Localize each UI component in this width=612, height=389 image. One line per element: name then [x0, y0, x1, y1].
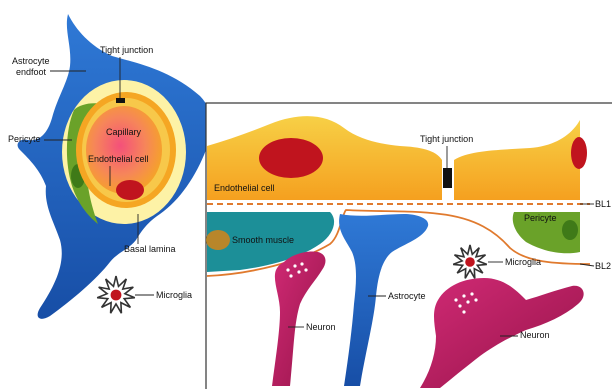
label-capillary: Capillary — [106, 127, 142, 137]
tight-junction-left-marker — [116, 98, 125, 103]
label-bl1: BL1 — [595, 199, 611, 209]
microglia-left — [97, 276, 135, 313]
label-bl2: BL2 — [595, 261, 611, 271]
label-pericyte-left: Pericyte — [8, 134, 41, 144]
label-smooth-muscle: Smooth muscle — [232, 235, 294, 245]
longitudinal-panel — [206, 103, 612, 389]
endothelial-nucleus-right-b — [571, 137, 587, 169]
label-astrocyte-endfoot-line1: Astrocyte — [12, 56, 50, 66]
label-endothelial-cell-left: Endothelial cell — [88, 154, 149, 164]
smooth-muscle-nucleus — [206, 230, 230, 250]
label-astrocyte: Astrocyte — [388, 291, 426, 301]
label-microglia-left: Microglia — [156, 290, 192, 300]
label-basal-lamina: Basal lamina — [124, 244, 176, 254]
capillary-lumen — [86, 106, 162, 194]
microglia-nucleus — [465, 257, 475, 267]
label-neuron-left: Neuron — [306, 322, 336, 332]
endothelial-nucleus-right-a — [259, 138, 323, 178]
pericyte-right-nucleus — [562, 220, 578, 240]
label-neuron-right: Neuron — [520, 330, 550, 340]
endothelial-nucleus-left — [116, 180, 144, 200]
tight-junction-right-marker — [443, 168, 452, 188]
label-pericyte-right: Pericyte — [524, 213, 557, 223]
label-microglia-right: Microglia — [505, 257, 541, 267]
label-endothelial-cell-right: Endothelial cell — [214, 183, 275, 193]
label-astrocyte-endfoot-line2: endfoot — [16, 67, 47, 77]
microglia-nucleus — [111, 290, 122, 301]
label-tight-junction-left: Tight junction — [100, 45, 153, 55]
label-tight-junction-right: Tight junction — [420, 134, 473, 144]
